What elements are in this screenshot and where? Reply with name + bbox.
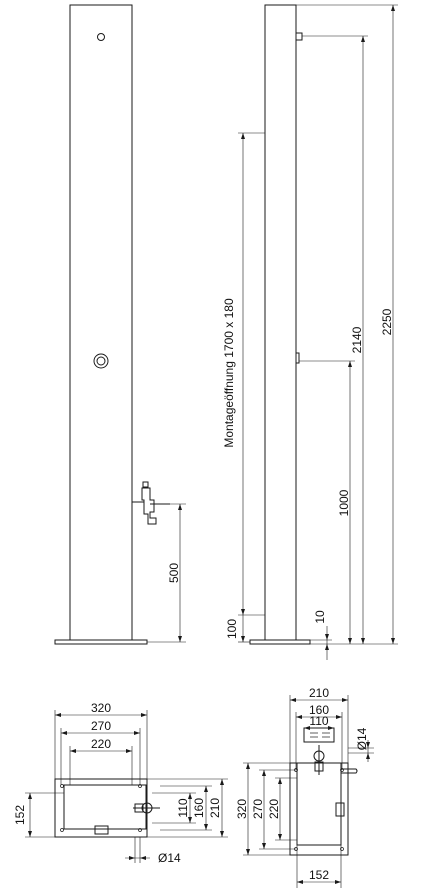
plan-left-dim-220: 220 [91,737,111,751]
plan-right-drain-icon [335,802,345,817]
side-dim-1000: 1000 [337,489,351,516]
plan-left-dim-320: 320 [91,701,111,715]
plan-right-housing [303,727,335,743]
side-dim-2250: 2250 [380,308,394,335]
plan-right-dim-220: 220 [267,799,281,819]
side-dim-10: 10 [313,610,327,624]
plan-left-dim-110: 110 [176,798,190,817]
plan-left-column [63,784,147,830]
plan-right-pipe-icon [341,768,358,774]
side-base-plate [249,639,311,645]
bolt-hole-icon [340,847,344,851]
shower-head-icon [97,33,105,41]
plan-right-dim-152: 152 [309,868,329,882]
side-column-body [264,4,297,641]
side-dim-2140: 2140 [350,326,364,353]
plan-right-dim-110: 110 [309,714,328,728]
plan-right-dim-320: 320 [235,799,249,819]
plan-view-right: 210 160 110 Ø14 320 270 [235,686,374,888]
plan-right-dim-d14: Ø14 [355,727,369,750]
plan-right-base-plate [289,762,349,856]
front-base-plate [54,639,148,645]
foot-tap-icon [132,481,170,525]
plan-left-dim-210: 210 [208,798,222,818]
bolt-hole-icon [138,828,142,832]
mounting-opening-label: Montageöffnung 1700 x 180 [222,298,236,448]
bolt-hole-icon [60,784,64,788]
plan-left-drain-icon [94,825,109,835]
plan-left-dim-160: 160 [192,798,206,818]
push-button-icon [93,353,109,369]
plan-right-column [296,762,342,846]
side-shower-nozzle-icon [295,32,303,41]
side-view: Montageöffnung 1700 x 180 100 2250 2140 … [222,4,398,660]
plan-left-dim-152: 152 [13,805,27,825]
plan-view-left: 320 270 220 152 110 [13,701,228,865]
bolt-hole-icon [60,828,64,832]
plan-left-dim-270: 270 [91,719,111,733]
push-button-inner-icon [96,356,106,366]
plan-right-dim-210: 210 [309,686,329,700]
side-dim-100: 100 [225,619,239,639]
front-view: 500 [54,4,186,645]
front-dim-500: 500 [167,563,181,583]
plan-right-dim-270: 270 [251,799,265,819]
front-column-body [69,4,133,641]
plan-right-dim-160: 160 [309,703,329,717]
plan-left-dim-d14: Ø14 [158,851,181,865]
side-button-icon [295,352,300,364]
